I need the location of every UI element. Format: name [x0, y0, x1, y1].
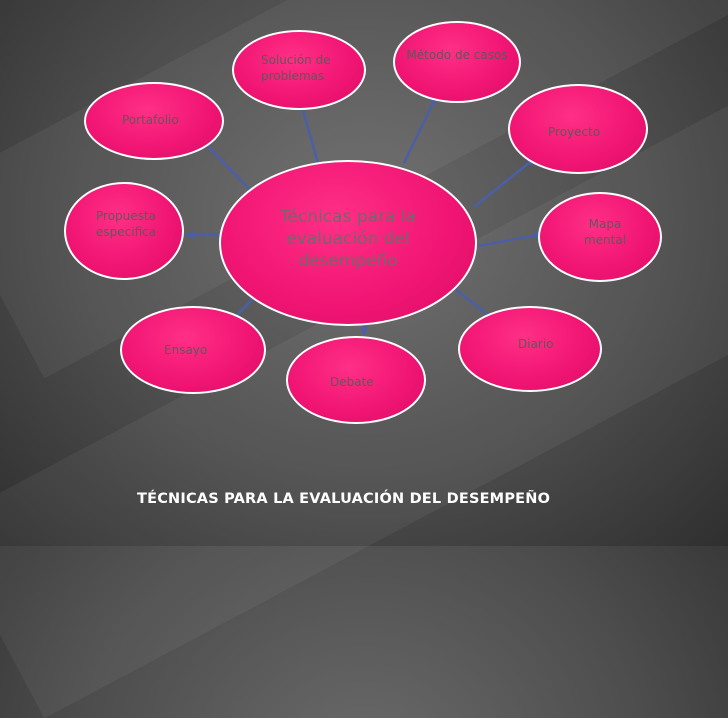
- slide-title: TÉCNICAS PARA LA EVALUACIÓN DEL DESEMPEÑ…: [137, 491, 551, 507]
- node-label: Propuesta especifica: [96, 209, 157, 239]
- node-diario: Diario: [458, 306, 602, 392]
- central-node: Técnicas para la evaluación del desempeñ…: [219, 160, 477, 326]
- node-label: Debate: [330, 375, 374, 389]
- node-portafolio: Portafolio: [84, 82, 224, 160]
- node-label: Mapa mental: [583, 217, 627, 247]
- node-propuesta-especifica: Propuesta especifica: [64, 182, 184, 280]
- node-debate: Debate: [286, 336, 426, 424]
- node-ensayo: Ensayo: [120, 306, 266, 394]
- arrow-solucion: [298, 99, 320, 164]
- node-metodo-de-casos: Método de casos: [393, 21, 521, 103]
- central-node-label: Técnicas para la evaluación del desempeñ…: [280, 207, 416, 271]
- node-label: Ensayo: [164, 343, 208, 357]
- arrow-metodo: [402, 94, 439, 164]
- node-label: Método de casos: [406, 48, 508, 62]
- arrow-portafolio: [199, 137, 251, 191]
- node-label: Proyecto: [548, 125, 601, 139]
- arrow-proyecto: [473, 157, 536, 208]
- node-label: Portafolio: [122, 113, 179, 127]
- node-solucion-de-problemas: Solución de problemas: [232, 30, 366, 110]
- node-label: Solución de problemas: [261, 53, 331, 83]
- node-proyecto: Proyecto: [508, 84, 648, 174]
- arrow-mapa: [477, 231, 544, 248]
- node-mapa-mental: Mapa mental: [538, 192, 662, 282]
- node-label: Diario: [518, 337, 554, 351]
